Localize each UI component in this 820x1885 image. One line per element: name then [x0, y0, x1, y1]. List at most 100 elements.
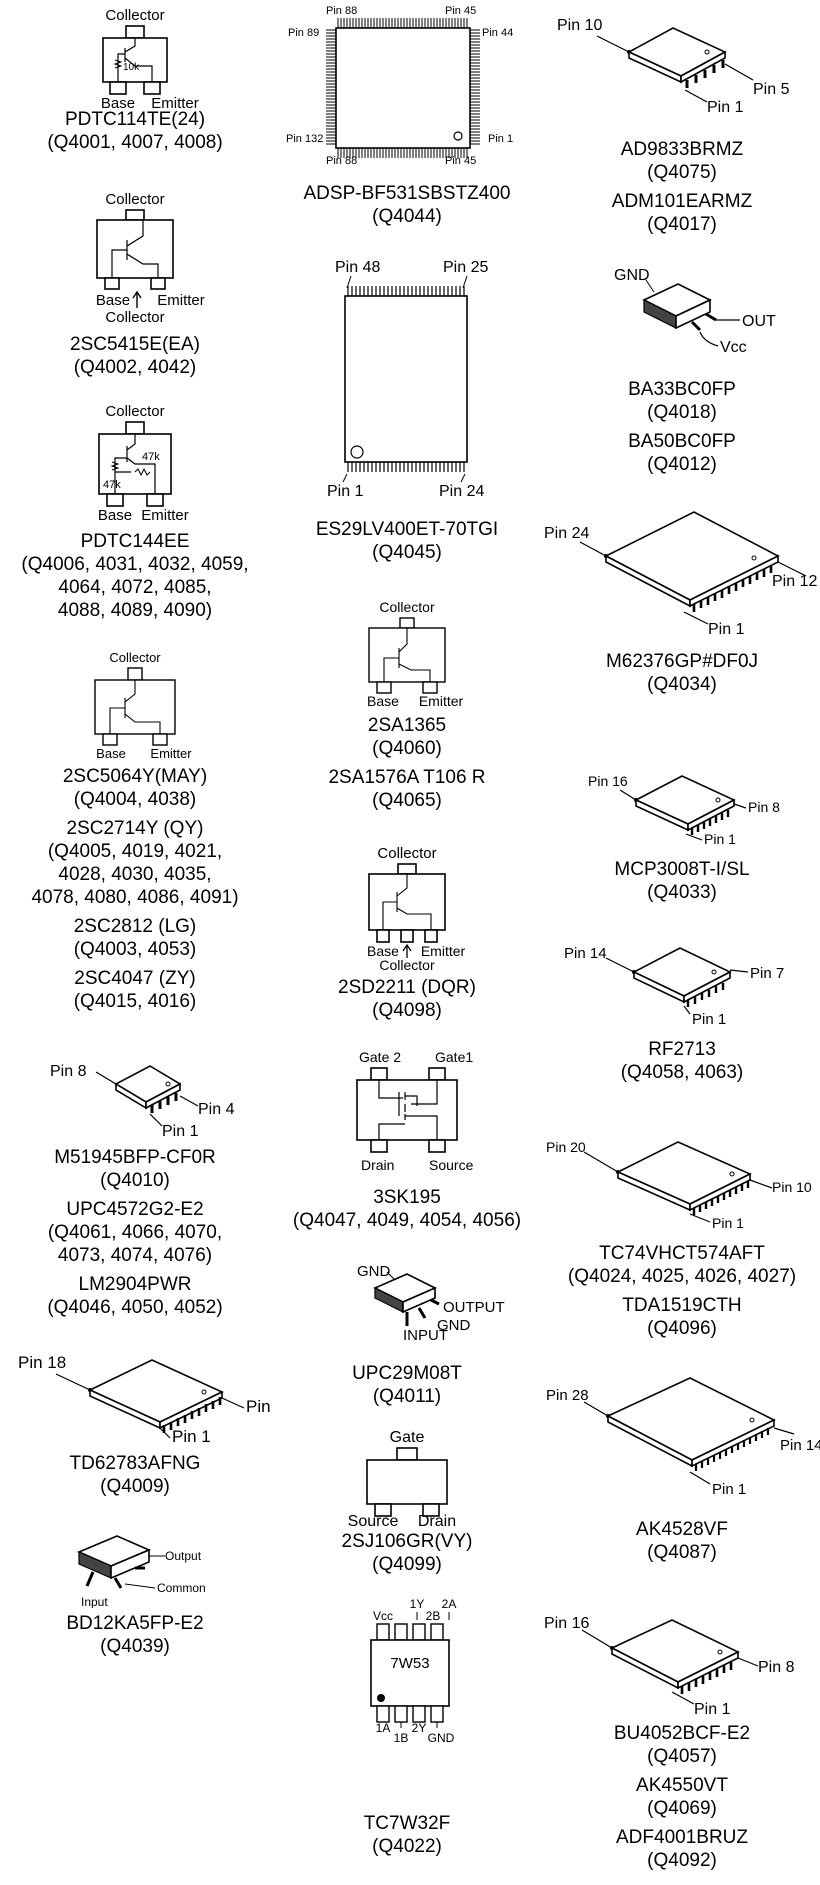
pin-2b-label: 2B — [426, 1609, 441, 1623]
pin-8-label: Pin 8 — [748, 799, 780, 815]
caption-group-c1-5: TD62783AFNG(Q4009) — [0, 1452, 270, 1498]
collector-label: Collector — [105, 191, 164, 208]
pin-5-label: Pin 5 — [753, 81, 790, 98]
resistor-10k-label: 10k — [123, 62, 140, 73]
package-2sc5415e: Collector Base Emitter Collector — [0, 188, 270, 330]
part-reference: (Q4015, 4016) — [73, 991, 197, 1012]
resistor-47k-left-label: 47k — [103, 479, 121, 491]
part-reference: (Q4011) — [372, 1386, 442, 1407]
part-number: BA50BC0FP — [628, 431, 736, 452]
caption-group-c3-1: BA33BC0FP(Q4018)BA50BC0FP(Q4012) — [544, 378, 820, 476]
pin-7-label: Pin 7 — [750, 965, 784, 982]
sop16-diagram: Pin 16 Pin 8 Pin 1 — [588, 773, 780, 847]
part-number: AK4550VT — [636, 1775, 728, 1796]
part-number: 2SJ106GR(VY) — [341, 1531, 473, 1552]
part-number: TD62783AFNG — [69, 1453, 201, 1474]
caption-group-c2-1: ES29LV400ET-70TGI(Q4045) — [272, 518, 542, 564]
pin-24-label: Pin 24 — [439, 483, 484, 496]
part-number: BD12KA5FP-E2 — [66, 1613, 204, 1634]
collector-label: Collector — [377, 845, 436, 862]
pin-1-label: Pin 1 — [172, 1427, 211, 1442]
package-2sc5064y: Collector Base Emitter — [0, 648, 270, 760]
emitter-label: Emitter — [157, 292, 205, 309]
caption-group-c3-4: RF2713(Q4058, 4063) — [544, 1038, 820, 1084]
part-reference: (Q4006, 4031, 4032, 4059, — [21, 554, 249, 575]
sot-fet-diagram: Gate Source Drain — [348, 1429, 456, 1526]
sot-pnp-transistor-diagram: Collector Base Emitter — [367, 599, 463, 708]
sot-transistor-47k-diagram: Collector 47k 47k Base Emitter — [98, 403, 189, 524]
pin-8-label: Pin 8 — [758, 1659, 795, 1676]
pin-14-label: Pin 14 — [780, 1437, 820, 1454]
pin-1-label: Pin 1 — [708, 621, 745, 638]
caption-group-c1-0: PDTC114TE(24)(Q4001, 4007, 4008) — [0, 108, 270, 154]
package-pdtc144ee: Collector 47k 47k Base Emitter — [0, 400, 270, 524]
part-number: BA33BC0FP — [628, 379, 736, 400]
pin-1y-label: 1Y — [410, 1597, 425, 1611]
caption-group-c1-4: M51945BFP-CF0R(Q4010)UPC4572G2-E2(Q4061,… — [0, 1146, 270, 1319]
sop28-diagram: Pin 28 Pin 14 Pin 1 — [546, 1377, 820, 1498]
caption-group-c3-5: TC74VHCT574AFT(Q4024, 4025, 4026, 4027)T… — [544, 1242, 820, 1340]
pin-9-label: Pin 9 — [246, 1397, 270, 1416]
part-number: ADF4001BRUZ — [616, 1827, 748, 1848]
part-number: TC7W32F — [363, 1813, 451, 1834]
part-reference: (Q4098) — [372, 1000, 442, 1021]
pin-1-label: Pin 1 — [704, 831, 736, 847]
package-bd12ka5fp: Output Common Input — [0, 1526, 270, 1608]
part-reference: 4064, 4072, 4085, — [58, 577, 212, 598]
caption-group-c2-0: ADSP-BF531SBSTZ400(Q4044) — [272, 182, 542, 228]
pin-1b-label: 1B — [394, 1731, 409, 1745]
package-pdtc114te: Collector 10k Base Emitter — [0, 4, 270, 108]
emitter-label: Emitter — [421, 943, 466, 959]
vcc-label: Vcc — [720, 339, 747, 356]
part-number: TDA1519CTH — [622, 1295, 742, 1316]
part-number: AD9833BRMZ — [620, 139, 744, 160]
collector-label: Collector — [109, 650, 161, 665]
pin-24-label: Pin 24 — [544, 525, 589, 542]
sop8-logic-diagram: 1Y 2A Vcc 2B 7W53 1A 2Y 1B GND — [370, 1597, 456, 1745]
input-caps-label: INPUT — [403, 1327, 448, 1342]
part-number: PDTC114TE(24) — [64, 109, 206, 130]
part-number: AK4528VF — [636, 1519, 728, 1540]
pin-25-label: Pin 25 — [443, 259, 488, 276]
to252-regulator-diagram: Output Common Input — [76, 1535, 206, 1608]
package-mcp3008: Pin 16 Pin 8 Pin 1 — [544, 754, 820, 850]
collector-label: Collector — [105, 403, 164, 420]
caption-group-c1-1: 2SC5415E(EA)(Q4002, 4042) — [0, 333, 270, 379]
part-number: MCP3008T-I/SL — [614, 859, 750, 880]
gate1-label: Gate1 — [435, 1049, 473, 1065]
pin-88-bottom-label: Pin 88 — [326, 155, 357, 167]
part-number: RF2713 — [648, 1039, 716, 1060]
part-number: BU4052BCF-E2 — [613, 1723, 751, 1744]
tssop20-diagram: Pin 20 Pin 10 Pin 1 — [546, 1139, 812, 1231]
part-number: 2SA1576A T106 R — [328, 767, 486, 788]
part-reference: 4073, 4074, 4076) — [57, 1245, 213, 1266]
collector-label: Collector — [379, 599, 435, 615]
package-2sj106: Gate Source Drain — [272, 1426, 542, 1526]
output-caps-label: OUTPUT — [443, 1299, 505, 1316]
part-number: M62376GP#DF0J — [605, 651, 759, 672]
pin-4-label: Pin 4 — [198, 1101, 235, 1118]
part-reference: (Q4069) — [647, 1798, 717, 1819]
source-label: Source — [429, 1157, 474, 1173]
pin-8-label: Pin 8 — [50, 1063, 87, 1080]
pin-132-label: Pin 132 — [286, 133, 323, 145]
pin-1a-label: 1A — [376, 1721, 391, 1735]
sop8-diagram: Pin 8 Pin 4 Pin 1 — [50, 1063, 235, 1140]
pin-88-top-label: Pin 88 — [326, 5, 357, 17]
caption-group-c2-5: UPC29M08T(Q4011) — [272, 1362, 542, 1408]
gnd-label: GND — [614, 267, 650, 284]
part-reference: (Q4034) — [647, 674, 717, 695]
part-number: 2SD2211 (DQR) — [338, 977, 476, 998]
part-reference: (Q4002, 4042) — [73, 357, 197, 378]
package-tc74vhct574aft: Pin 20 Pin 10 Pin 1 — [544, 1122, 820, 1236]
base-label: Base — [367, 943, 399, 959]
part-number: 2SC5415E(EA) — [70, 334, 200, 355]
vcc-label: Vcc — [373, 1609, 393, 1623]
base-label: Base — [96, 292, 130, 309]
pin-2y-label: 2Y — [412, 1721, 427, 1735]
sop16-diagram-2: Pin 16 Pin 8 Pin 1 — [544, 1615, 795, 1718]
part-reference: (Q4039) — [100, 1636, 170, 1657]
package-es29lv400: Pin 48 Pin 25 Pin 1 Pin 24 — [272, 256, 542, 496]
package-rf2713: Pin 14 Pin 7 Pin 1 — [544, 928, 820, 1028]
caption-group-c3-0: AD9833BRMZ(Q4075)ADM101EARMZ(Q4017) — [544, 138, 820, 236]
